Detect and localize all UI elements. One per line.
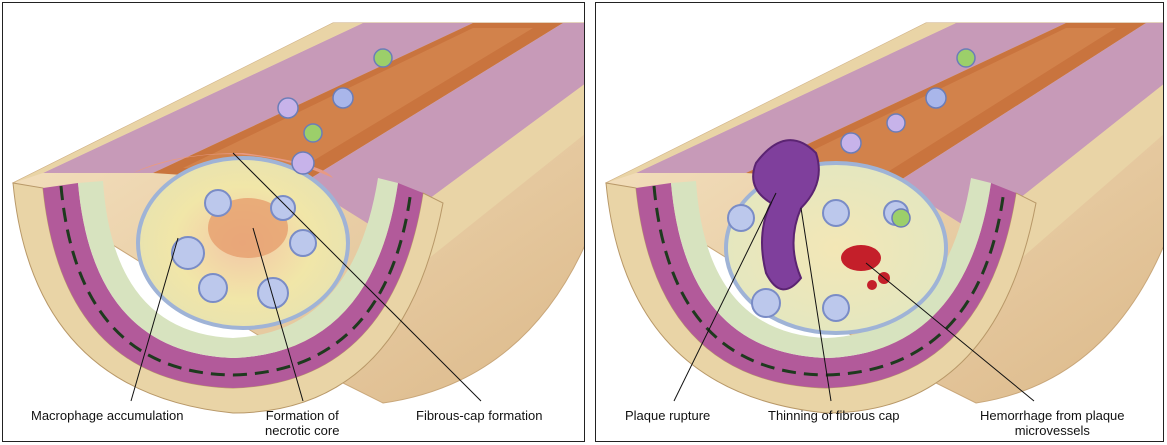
artery-illustration-right (596, 3, 1164, 442)
label-thinning-fibrous-cap: Thinning of fibrous cap (768, 408, 900, 423)
label-necrotic-core-line1: Formation of (265, 408, 339, 423)
label-hemorrhage-line2: microvessels (980, 423, 1125, 438)
artery-illustration-left (3, 3, 585, 442)
label-hemorrhage-line1: Hemorrhage from plaque (980, 408, 1125, 423)
label-necrotic-core-line2: necrotic core (265, 423, 339, 438)
label-hemorrhage: Hemorrhage from plaque microvessels (980, 408, 1125, 438)
label-plaque-rupture: Plaque rupture (625, 408, 710, 423)
panel-fibrous-cap-formation: Macrophage accumulation Formation of nec… (2, 2, 585, 442)
hemorrhage (841, 245, 881, 271)
panel-plaque-rupture: Plaque rupture Thinning of fibrous cap H… (595, 2, 1164, 442)
label-fibrous-cap-formation: Fibrous-cap formation (416, 408, 542, 423)
label-necrotic-core: Formation of necrotic core (265, 408, 339, 438)
label-macrophage-accumulation: Macrophage accumulation (31, 408, 183, 423)
